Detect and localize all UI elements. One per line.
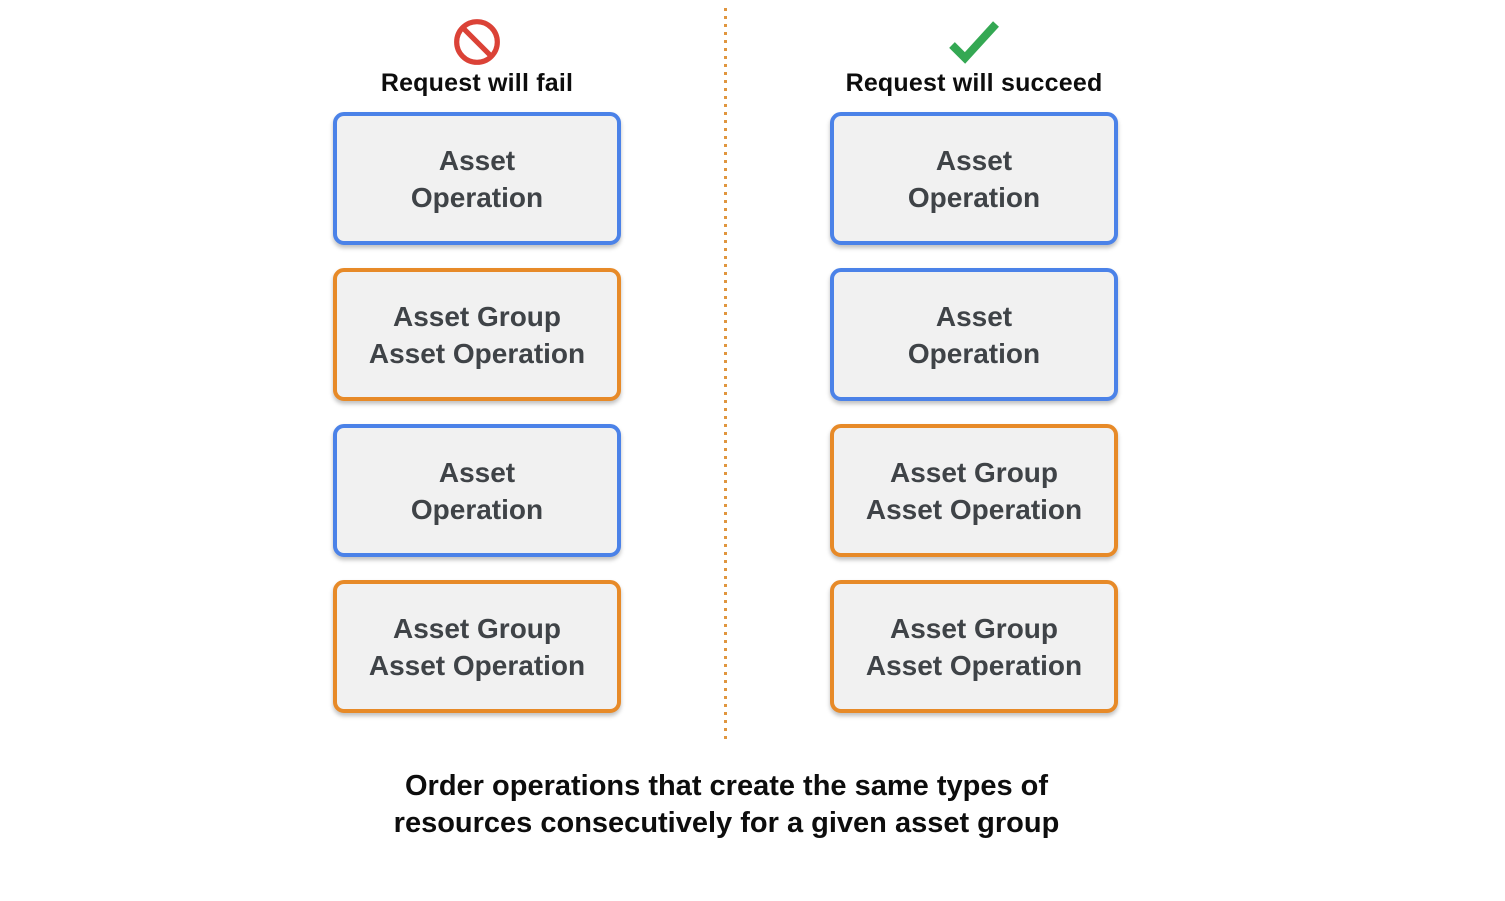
box-label: Asset — [935, 300, 1013, 332]
succeed-column: Request will succeed Asset Operation Ass… — [830, 0, 1118, 713]
box-label: Asset Operation — [368, 337, 586, 369]
box-label: Asset Group — [392, 300, 562, 332]
box-asset-operation: Asset Operation — [830, 112, 1118, 245]
box-asset-group-asset-operation: Asset Group Asset Operation — [830, 580, 1118, 713]
box-label: Asset — [438, 456, 516, 488]
box-asset-operation: Asset Operation — [830, 268, 1118, 401]
box-label: Operation — [907, 337, 1041, 369]
box-label: Asset Group — [889, 456, 1059, 488]
succeed-box-list: Asset Operation Asset Operation Asset Gr… — [830, 112, 1118, 713]
box-label: Asset Operation — [368, 649, 586, 681]
box-label: Asset Group — [392, 612, 562, 644]
box-label: Asset — [438, 144, 516, 176]
box-asset-group-asset-operation: Asset Group Asset Operation — [333, 580, 621, 713]
box-asset-operation: Asset Operation — [333, 112, 621, 245]
succeed-column-title: Request will succeed — [845, 69, 1103, 97]
check-icon — [946, 17, 1002, 67]
box-label: Asset Group — [889, 612, 1059, 644]
dotted-divider — [724, 8, 727, 741]
box-label: Operation — [907, 181, 1041, 213]
box-label: Operation — [410, 493, 544, 525]
box-asset-operation: Asset Operation — [333, 424, 621, 557]
caption-line-2: resources consecutively for a given asse… — [393, 807, 1060, 839]
box-asset-group-asset-operation: Asset Group Asset Operation — [830, 424, 1118, 557]
box-label: Asset — [935, 144, 1013, 176]
box-asset-group-asset-operation: Asset Group Asset Operation — [333, 268, 621, 401]
box-label: Asset Operation — [865, 649, 1083, 681]
caption-text: Order operations that create the same ty… — [0, 768, 1453, 842]
fail-column: Request will fail Asset Operation Asset … — [333, 0, 621, 713]
box-label: Operation — [410, 181, 544, 213]
fail-column-title: Request will fail — [380, 69, 574, 97]
prohibited-icon — [452, 17, 502, 67]
caption-line-1: Order operations that create the same ty… — [404, 770, 1049, 802]
fail-box-list: Asset Operation Asset Group Asset Operat… — [333, 112, 621, 713]
box-label: Asset Operation — [865, 493, 1083, 525]
